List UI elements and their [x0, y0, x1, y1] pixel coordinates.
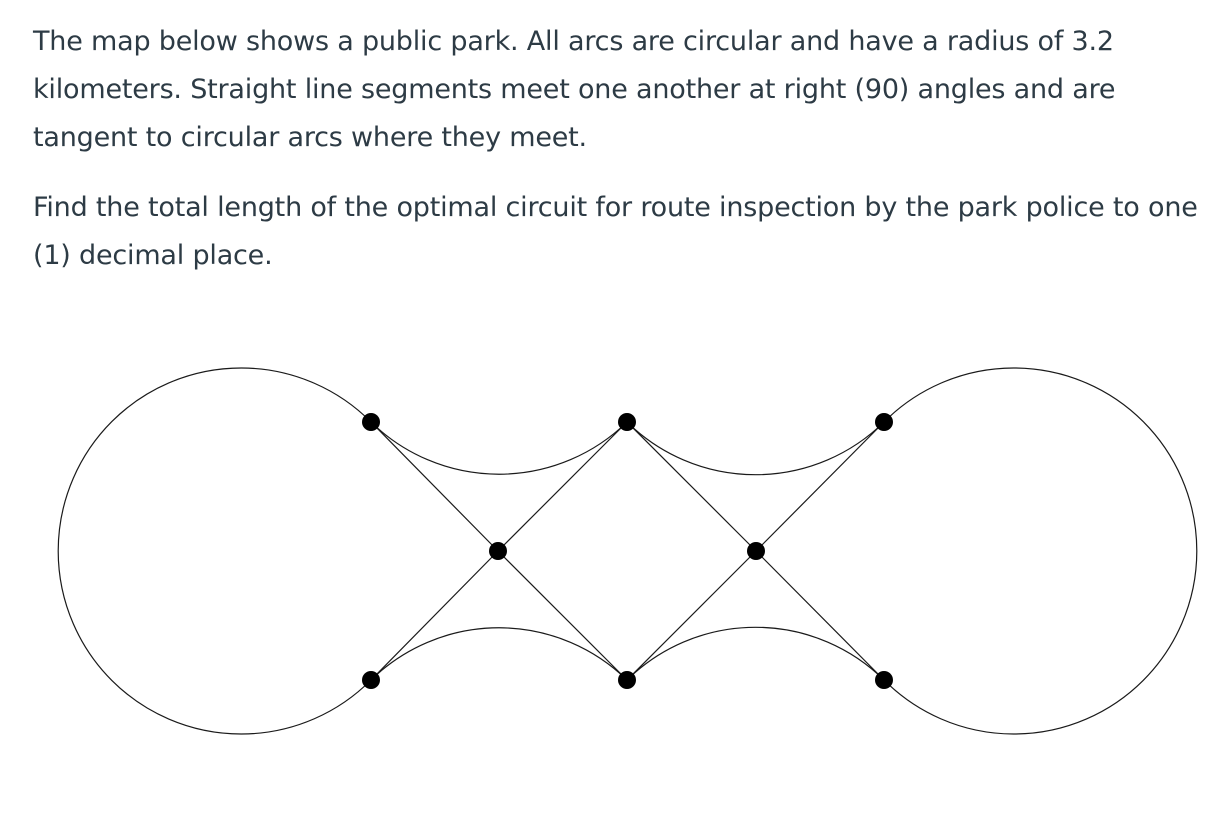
- segment-bottom-left-to-left-center: [370, 550, 499, 681]
- segment-bottom-middle-to-right-center: [626, 550, 757, 681]
- node-right-center: [747, 542, 765, 560]
- node-bottom-left: [362, 671, 380, 689]
- question-paragraph-intro: The map below shows a public park. All a…: [33, 26, 1116, 153]
- segment-right-center-to-top-right: [755, 421, 885, 552]
- bottom-left-inner-arc: [370, 627, 628, 681]
- segment-left-center-to-bottom-middle: [497, 550, 628, 681]
- bottom-right-inner-arc: [626, 626, 885, 681]
- left-outer-arc: [57, 367, 372, 735]
- segment-top-left-to-left-center: [370, 421, 499, 552]
- segment-right-center-to-bottom-right: [755, 550, 885, 681]
- right-outer-arc: [883, 367, 1198, 735]
- question-paragraph-task: Find the total length of the optimal cir…: [33, 192, 1198, 271]
- node-bottom-right: [875, 671, 893, 689]
- top-right-inner-arc: [626, 421, 885, 476]
- segment-left-center-to-top-middle: [497, 421, 628, 552]
- segment-top-middle-to-right-center: [626, 421, 757, 552]
- node-top-middle: [618, 413, 636, 431]
- node-bottom-middle: [618, 671, 636, 689]
- top-left-inner-arc: [370, 421, 628, 475]
- node-top-right: [875, 413, 893, 431]
- node-left-center: [489, 542, 507, 560]
- node-top-left: [362, 413, 380, 431]
- question-text: The map below shows a public park. All a…: [33, 18, 1208, 280]
